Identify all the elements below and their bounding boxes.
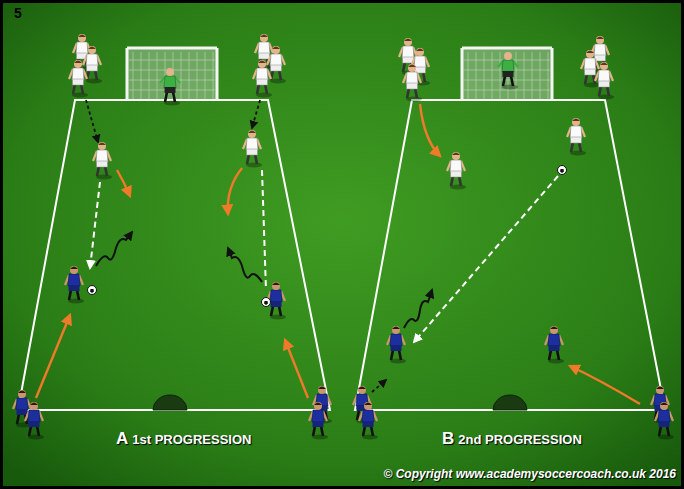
move-arrow xyxy=(420,104,440,156)
section-title: 1st PROGRESSION xyxy=(132,433,251,447)
ball xyxy=(558,166,567,175)
copyright-watermark: © Copyright www.academysoccercoach.co.uk… xyxy=(383,468,676,481)
dribble-arrow xyxy=(404,290,432,328)
player-blue xyxy=(359,402,378,440)
cone-dome xyxy=(153,395,187,410)
section-letter: B xyxy=(442,430,454,449)
dribble-arrow xyxy=(96,232,132,266)
player-white xyxy=(403,64,422,102)
pass-arrow xyxy=(414,176,558,342)
figure-number: 5 xyxy=(14,6,22,21)
player-white xyxy=(595,62,614,100)
player-blue xyxy=(387,326,406,364)
goalkeeper xyxy=(160,68,180,106)
pitch-outline xyxy=(18,100,330,410)
run-arrow xyxy=(86,100,98,142)
section-letter: A xyxy=(116,430,128,449)
player-white xyxy=(567,118,586,156)
dribble-arrow xyxy=(228,248,262,282)
player-white xyxy=(243,130,262,168)
ball xyxy=(262,298,271,307)
move-arrow xyxy=(285,340,308,398)
player-white xyxy=(93,142,112,180)
player-white xyxy=(447,152,466,190)
run-arrow xyxy=(252,100,260,128)
player-blue xyxy=(655,402,674,440)
run-arrow xyxy=(372,380,386,392)
move-arrow xyxy=(117,170,130,196)
move-arrow xyxy=(228,168,242,214)
pitch-outline xyxy=(355,100,665,410)
pass-arrow xyxy=(90,182,100,268)
move-arrow xyxy=(36,315,70,398)
player-blue xyxy=(25,402,44,440)
player-white xyxy=(253,60,272,98)
cone-dome xyxy=(493,395,527,410)
goalkeeper xyxy=(498,52,518,90)
player-blue xyxy=(65,266,84,304)
goal xyxy=(462,48,552,100)
move-arrow xyxy=(570,366,640,404)
player-white xyxy=(69,60,88,98)
ball xyxy=(88,286,97,295)
player-white xyxy=(581,50,600,88)
player-blue xyxy=(545,326,564,364)
section-title: 2nd PROGRESSION xyxy=(458,433,582,447)
pass-line xyxy=(262,170,266,290)
player-blue xyxy=(309,402,328,440)
